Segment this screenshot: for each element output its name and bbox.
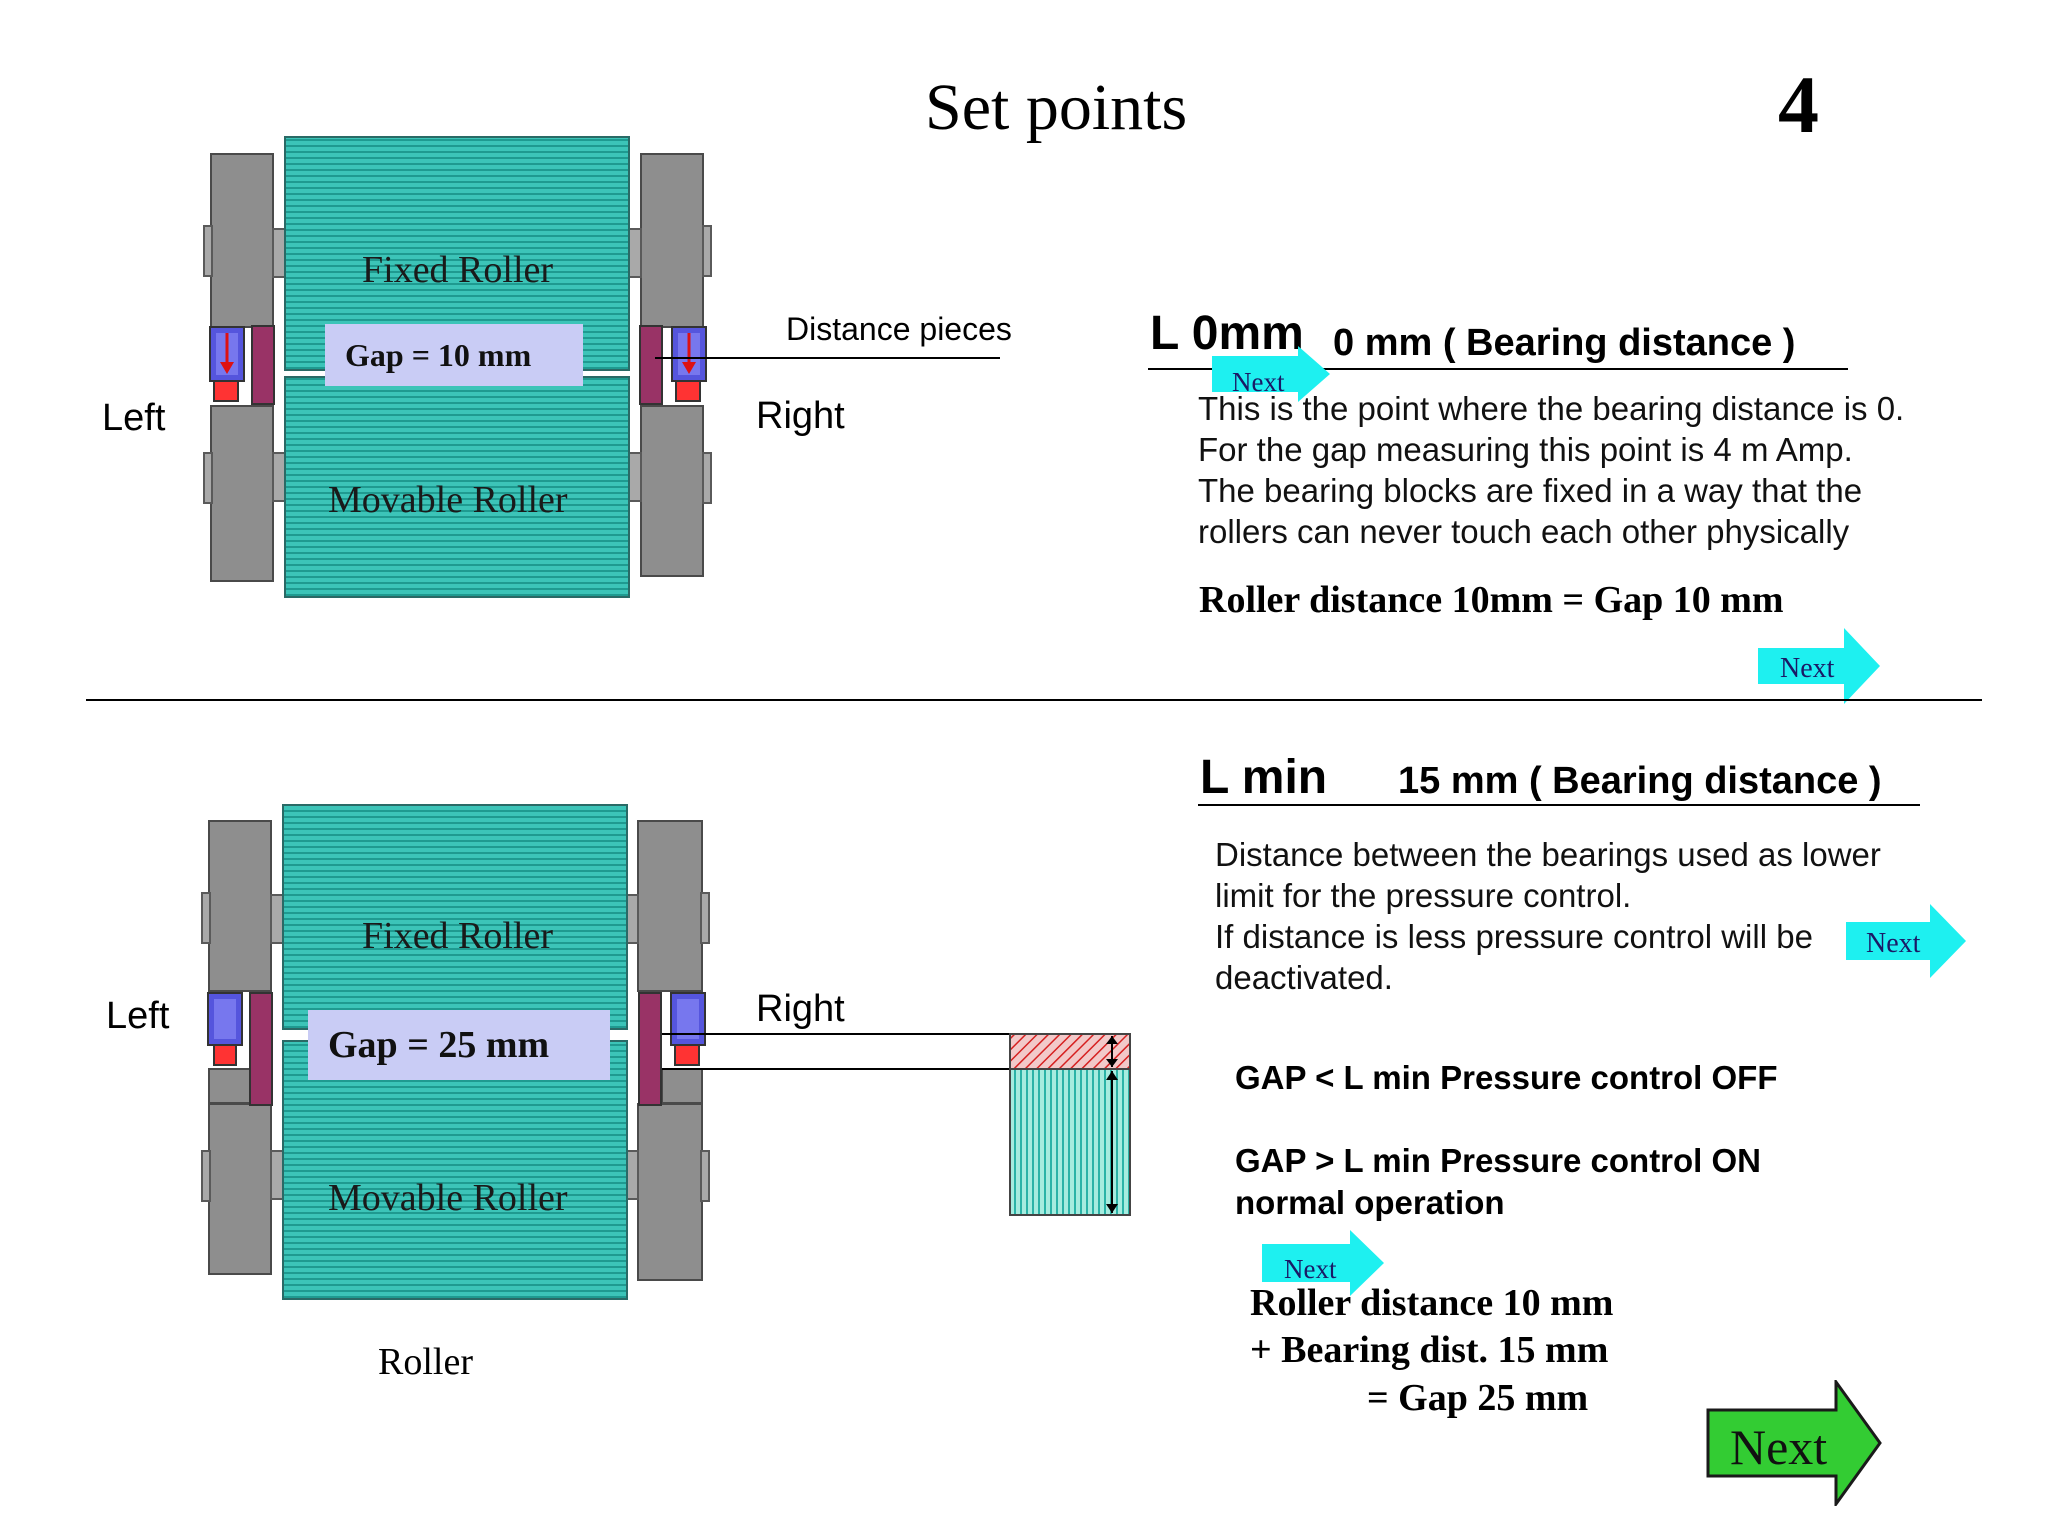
page-number: 4 bbox=[1778, 59, 1819, 150]
formula-line-bearing: + Bearing dist. 15 mm bbox=[1250, 1329, 1609, 1371]
top-right-upper-shaft-stub bbox=[702, 225, 712, 277]
bottom-heading-main: L min bbox=[1200, 751, 1328, 804]
top-bearing-assemblies bbox=[209, 325, 1000, 405]
section-divider bbox=[86, 699, 1982, 701]
gap-on-rule: GAP > L min Pressure control ON bbox=[1235, 1142, 1762, 1179]
right-arrow-icon bbox=[1846, 904, 1966, 978]
top-next-button-right-label: Next bbox=[1780, 653, 1835, 684]
next-button-main-label: Next bbox=[1730, 1419, 1828, 1475]
top-movable-roller bbox=[284, 376, 630, 598]
bottom-left-label: Left bbox=[106, 995, 170, 1037]
top-movable-roller-label: Movable Roller bbox=[328, 479, 568, 521]
top-next-button-small[interactable]: Next bbox=[1212, 346, 1330, 402]
bottom-right-upper-shaft-stub bbox=[700, 892, 710, 944]
bottom-description: Distance between the bearings used as lo… bbox=[1215, 834, 1881, 998]
top-next-button-small-label: Next bbox=[1232, 367, 1285, 397]
top-description-line: rollers can never touch each other physi… bbox=[1198, 513, 1850, 550]
bottom-description-line: If distance is less pressure control wil… bbox=[1215, 918, 1813, 955]
bottom-fixed-roller-label: Fixed Roller bbox=[362, 915, 554, 957]
bottom-bearing-assemblies bbox=[207, 992, 1131, 1216]
bottom-next-button-description[interactable]: Next bbox=[1846, 904, 1966, 978]
bottom-next-button-formula[interactable]: Next bbox=[1262, 1230, 1384, 1296]
formula-line-roller: Roller distance 10 mm bbox=[1250, 1282, 1614, 1324]
roller-caption: Roller bbox=[378, 1341, 473, 1383]
bottom-fixed-roller bbox=[282, 804, 628, 1030]
top-fixed-roller-label: Fixed Roller bbox=[362, 249, 554, 291]
top-left-label: Left bbox=[102, 397, 166, 439]
bottom-right-label: Right bbox=[756, 988, 845, 1030]
bottom-right-lower-shaft-stub bbox=[700, 1150, 710, 1202]
formula-line-gap: = Gap 25 mm bbox=[1367, 1377, 1589, 1419]
right-arrow-icon bbox=[1758, 628, 1880, 704]
distance-pieces-label: Distance pieces bbox=[786, 311, 1012, 347]
top-heading: L 0mm 0 mm ( Bearing distance ) bbox=[1148, 306, 1848, 370]
page-title: Set points bbox=[925, 71, 1188, 144]
bottom-heading: L min 15 mm ( Bearing distance ) bbox=[1198, 751, 1920, 806]
bottom-description-line: limit for the pressure control. bbox=[1215, 877, 1632, 914]
bottom-left-upper-shaft-stub bbox=[201, 892, 211, 944]
bottom-description-line: deactivated. bbox=[1215, 959, 1393, 996]
bottom-gap-box: Gap = 25 mm bbox=[308, 1010, 610, 1080]
top-description-line: The bearing blocks are fixed in a way th… bbox=[1198, 472, 1863, 509]
right-arrow-icon bbox=[1212, 346, 1330, 402]
bottom-left-lower-shaft-stub bbox=[201, 1150, 211, 1202]
top-next-button-right[interactable]: Next bbox=[1758, 628, 1880, 704]
next-button-main[interactable]: Next bbox=[1706, 1380, 1882, 1506]
gap-off-rule: GAP < L min Pressure control OFF bbox=[1235, 1059, 1778, 1096]
top-left-upper-shaft-stub bbox=[203, 225, 213, 277]
bottom-description-line: Distance between the bearings used as lo… bbox=[1215, 836, 1881, 873]
top-right-lower-shaft-stub bbox=[702, 452, 712, 504]
right-arrow-icon bbox=[1262, 1230, 1384, 1296]
gap-on-rule-note: normal operation bbox=[1235, 1184, 1505, 1221]
bottom-movable-roller bbox=[282, 1040, 628, 1300]
top-formula: Roller distance 10mm = Gap 10 mm bbox=[1199, 579, 1784, 621]
top-heading-sub: 0 mm ( Bearing distance ) bbox=[1333, 322, 1796, 364]
roller-distance-block bbox=[1009, 1068, 1131, 1216]
bottom-next-button-description-label: Next bbox=[1866, 928, 1921, 959]
top-right-label: Right bbox=[756, 395, 845, 437]
top-roller-diagram: Fixed Roller Movable Roller Gap = 10 mm … bbox=[0, 0, 1012, 640]
bottom-heading-sub: 15 mm ( Bearing distance ) bbox=[1398, 760, 1882, 802]
top-left-lower-housing bbox=[210, 405, 274, 582]
right-arrow-icon bbox=[1706, 1380, 1882, 1506]
bottom-next-button-formula-label: Next bbox=[1284, 1254, 1337, 1284]
top-left-lower-shaft-stub bbox=[203, 452, 213, 504]
top-description: This is the point where the bearing dist… bbox=[1198, 388, 1904, 552]
top-left-upper-housing bbox=[210, 153, 274, 328]
bottom-movable-roller-label: Movable Roller bbox=[328, 1177, 568, 1219]
top-description-line: For the gap measuring this point is 4 m … bbox=[1198, 431, 1853, 468]
top-gap-box: Gap = 10 mm bbox=[325, 324, 583, 386]
top-heading-main: L 0mm bbox=[1150, 307, 1304, 360]
bottom-roller-diagram: Fixed Roller Movable Roller Gap = 25 mm bbox=[106, 804, 1131, 1383]
top-description-line: This is the point where the bearing dist… bbox=[1198, 390, 1905, 427]
